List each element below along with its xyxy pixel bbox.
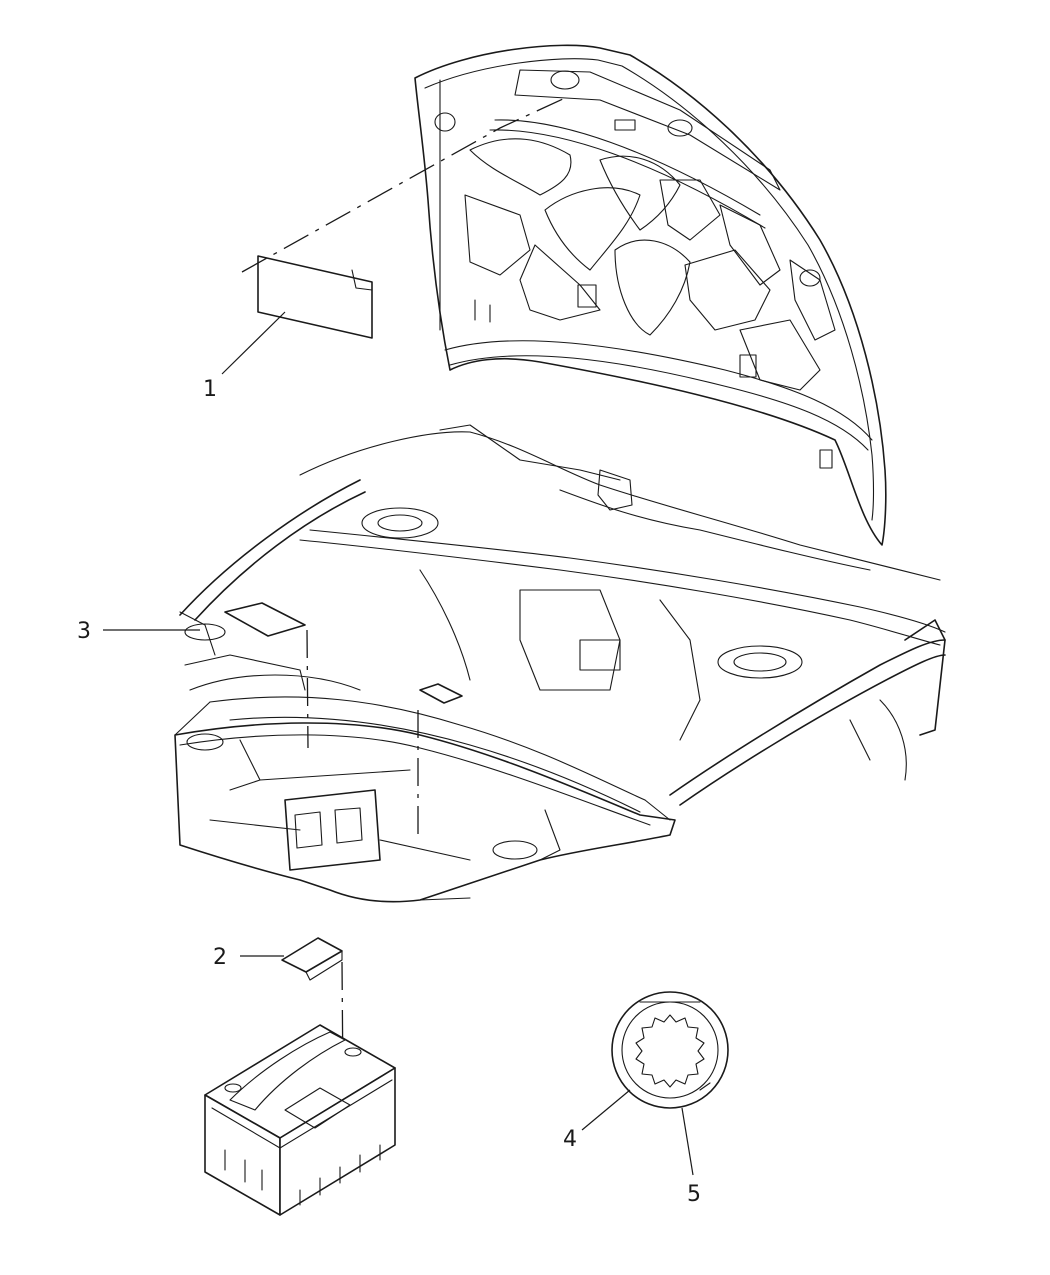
callout-3: 3 xyxy=(77,619,91,644)
radiator-label-center xyxy=(417,683,463,835)
callout-2: 2 xyxy=(213,945,227,970)
battery-illustration xyxy=(204,1024,396,1216)
leader-4 xyxy=(581,1089,631,1131)
callout-1: 1 xyxy=(203,377,217,402)
callout-4: 4 xyxy=(563,1127,577,1152)
leader-5 xyxy=(681,1107,694,1176)
radiator-label-left xyxy=(224,602,309,749)
radiator-support-illustration xyxy=(174,623,676,903)
leader-1 xyxy=(221,311,286,375)
disc-part xyxy=(611,991,729,1109)
hood-illustration xyxy=(414,44,887,546)
engine-compartment-illustration xyxy=(179,424,946,806)
hood-label-part xyxy=(241,97,566,339)
callout-5: 5 xyxy=(687,1182,701,1207)
